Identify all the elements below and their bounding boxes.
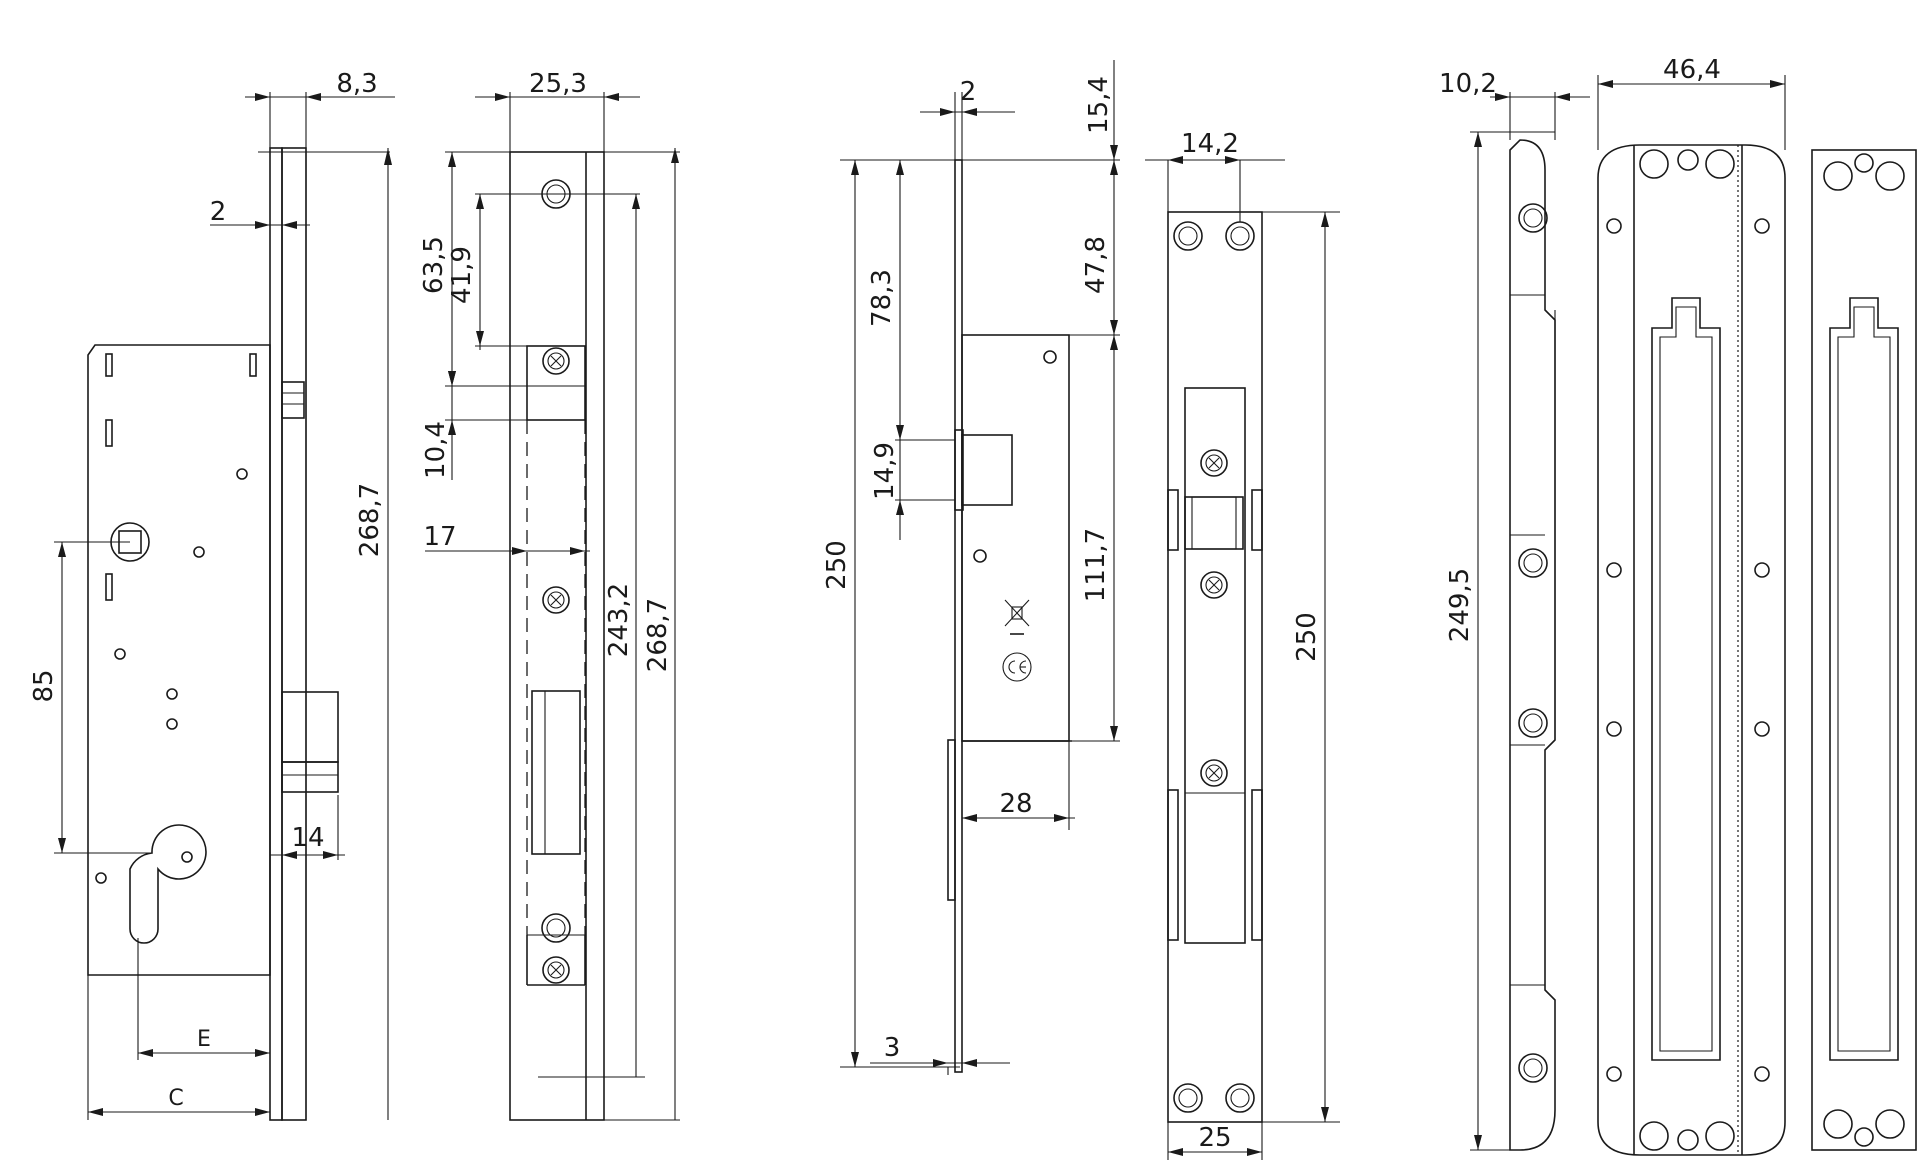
front-forend <box>281 147 307 1121</box>
dim-front-height: 268,7 <box>355 483 385 557</box>
dim-side-top-gap: 15,4 <box>1084 76 1114 134</box>
mounting-hole-icon <box>1606 218 1622 234</box>
cylinder-cutout <box>129 824 207 944</box>
faceplate-outline <box>509 151 605 1121</box>
dim-side-case-top: 47,8 <box>1081 236 1111 294</box>
side-case <box>961 334 1070 742</box>
dim-latch-height: 10,4 <box>421 421 451 479</box>
dim-faceplate-top: 63,5 <box>419 236 449 294</box>
frame-strike-plate <box>1597 144 1786 1156</box>
lock-case <box>87 344 271 976</box>
cover-plate-view <box>1811 149 1917 1151</box>
side-view: 2 15,4 250 78,3 14,9 47,8 111,7 <box>822 60 1120 1075</box>
dim-side-case-height: 111,7 <box>1081 528 1111 602</box>
label-case-depth: C <box>168 1086 183 1111</box>
dim-front-projection: 14 <box>291 823 324 853</box>
dim-side-bolt-top: 78,3 <box>867 269 897 327</box>
strike-slot <box>1651 297 1721 1061</box>
frame-strike-profile <box>1509 139 1556 1151</box>
frame-strike-side: 10,2 249,5 <box>1439 69 1590 1151</box>
dim-frame-width: 46,4 <box>1663 55 1721 85</box>
dim-latch-offset: 17 <box>423 522 456 552</box>
dim-side-bolt-height: 14,9 <box>870 442 900 500</box>
strike-view: 14,2 250 25 <box>1145 129 1340 1160</box>
side-faceplate <box>954 159 963 1073</box>
ce-mark-icon <box>1002 652 1032 682</box>
strike-outline <box>1167 211 1263 1123</box>
dim-hole-distance: 243,2 <box>604 583 634 657</box>
faceplate-view: 25,3 63,5 41,9 10,4 17 243,2 26 <box>419 69 680 1121</box>
dim-front-pitch: 85 <box>29 669 59 702</box>
latch-bolt <box>281 381 305 419</box>
dim-front-faceplate: 8,3 <box>336 69 377 99</box>
dim-front-offset: 2 <box>210 197 227 227</box>
cover-plate <box>1811 149 1917 1151</box>
dim-frame-height: 249,5 <box>1445 568 1475 642</box>
dim-side-height: 250 <box>822 540 852 590</box>
dim-strike-height: 250 <box>1292 612 1322 662</box>
front-faceplate <box>269 147 283 1121</box>
dead-bolt <box>281 691 339 763</box>
dim-faceplate-width: 25,3 <box>529 69 587 99</box>
dim-strike-holes: 14,2 <box>1181 129 1239 159</box>
front-view: 8,3 2 268,7 85 14 E C <box>29 69 395 1121</box>
dim-frame-depth: 10,2 <box>1439 69 1497 99</box>
label-backset: E <box>197 1027 211 1052</box>
frame-strike-front: 46,4 <box>1597 55 1786 1156</box>
dim-side-case-depth: 28 <box>999 789 1032 819</box>
bolt-opening <box>531 690 581 855</box>
dim-strike-width: 25 <box>1198 1123 1231 1153</box>
dim-side-bottom: 3 <box>884 1033 901 1063</box>
dim-faceplate-height: 268,7 <box>643 598 673 672</box>
weee-crossed-bin-icon <box>1004 599 1030 635</box>
dim-side-plate: 2 <box>960 77 977 107</box>
dim-faceplate-hole: 41,9 <box>447 246 477 304</box>
